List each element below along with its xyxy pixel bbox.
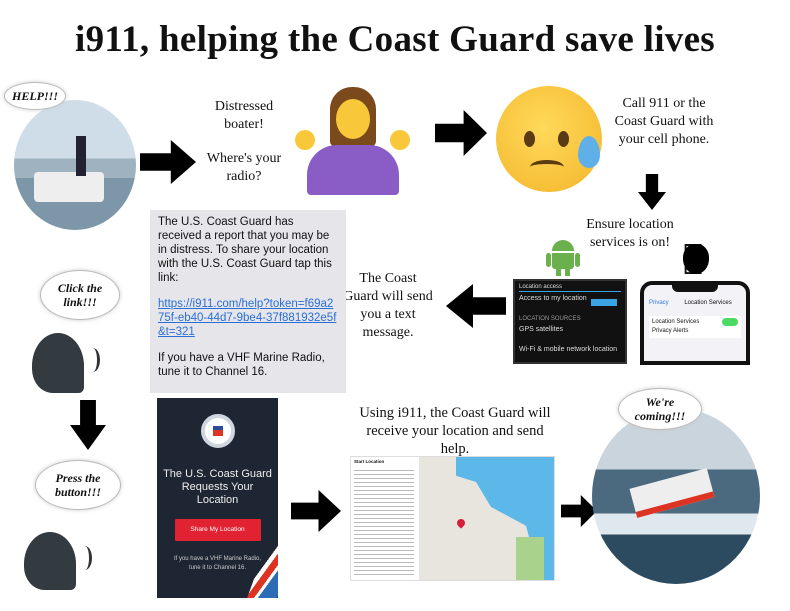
share-location-button[interactable]: Share My Location	[174, 519, 261, 541]
android-location-screen: Location access Access to my location LO…	[513, 279, 627, 364]
ios-title: Location Services	[684, 300, 732, 306]
request-footer: If you have a VHF Marine Radio, tune it …	[173, 556, 262, 571]
sms-footer: If you have a VHF Marine Radio, tune it …	[158, 352, 325, 378]
coming-bubble: We're coming!!!	[618, 388, 702, 430]
android-item: Wi-Fi & mobile network location	[519, 346, 618, 353]
speaking-head-icon	[24, 532, 76, 590]
speaking-head-icon	[32, 333, 84, 393]
click-link-bubble: Click the link!!!	[40, 270, 120, 320]
park	[516, 537, 544, 580]
speech-lines-icon	[78, 546, 92, 570]
sms-link[interactable]: https://i911.com/help?token=f69a275f-eb4…	[158, 298, 337, 338]
rescue-boat-photo	[592, 408, 760, 584]
speech-lines-icon	[86, 348, 100, 372]
toggle[interactable]	[722, 318, 738, 326]
iphone-location-screen: Privacy Location Services Location Servi…	[640, 281, 750, 365]
arrow-left-icon	[446, 284, 506, 328]
apple-icon: 	[683, 238, 709, 276]
arrow-down-icon	[638, 174, 666, 210]
shrugging-woman-icon	[295, 85, 410, 195]
boater-photo	[14, 100, 136, 230]
android-header: Location access	[519, 283, 621, 292]
arrow-down-icon	[70, 400, 106, 450]
android-item: Access to my location	[519, 295, 587, 302]
android-icon	[546, 240, 580, 276]
location-request-screen: The U.S. Coast Guard Requests Your Locat…	[157, 398, 278, 598]
call-caption: Call 911 or the Coast Guard with your ce…	[614, 96, 714, 147]
help-bubble: HELP!!!	[4, 82, 66, 110]
arrow-right-icon	[140, 140, 196, 184]
text-message-caption: The Coast Guard will send you a text mes…	[343, 271, 433, 340]
page-title: i911, helping the Coast Guard save lives	[74, 19, 716, 60]
back-link[interactable]: Privacy	[649, 300, 669, 306]
sad-face-icon	[496, 86, 602, 192]
location-map: Start Location	[350, 456, 555, 581]
ensure-caption: Ensure location services is on!	[586, 217, 674, 250]
sms-body: The U.S. Coast Guard has received a repo…	[158, 216, 332, 284]
request-heading: The U.S. Coast Guard Requests Your Locat…	[163, 468, 272, 506]
android-item: GPS satellites	[519, 326, 563, 333]
sms-message: The U.S. Coast Guard has received a repo…	[150, 210, 346, 393]
toggle	[591, 299, 617, 306]
ios-row: Privacy Alerts	[652, 328, 689, 334]
android-section: LOCATION SOURCES	[519, 316, 581, 322]
arrow-right-icon	[291, 490, 341, 532]
radio-caption: Where's your radio?	[206, 151, 282, 184]
arrow-right-icon	[435, 110, 487, 156]
map-panel-title: Start Location	[354, 459, 385, 464]
press-button-bubble: Press the button!!!	[35, 460, 121, 510]
coast-guard-seal-icon	[200, 414, 235, 448]
distressed-caption: Distressed boater!	[214, 99, 274, 132]
ios-row: Location Services	[652, 318, 738, 327]
using-i911-caption: Using i911, the Coast Guard will receive…	[359, 405, 551, 457]
